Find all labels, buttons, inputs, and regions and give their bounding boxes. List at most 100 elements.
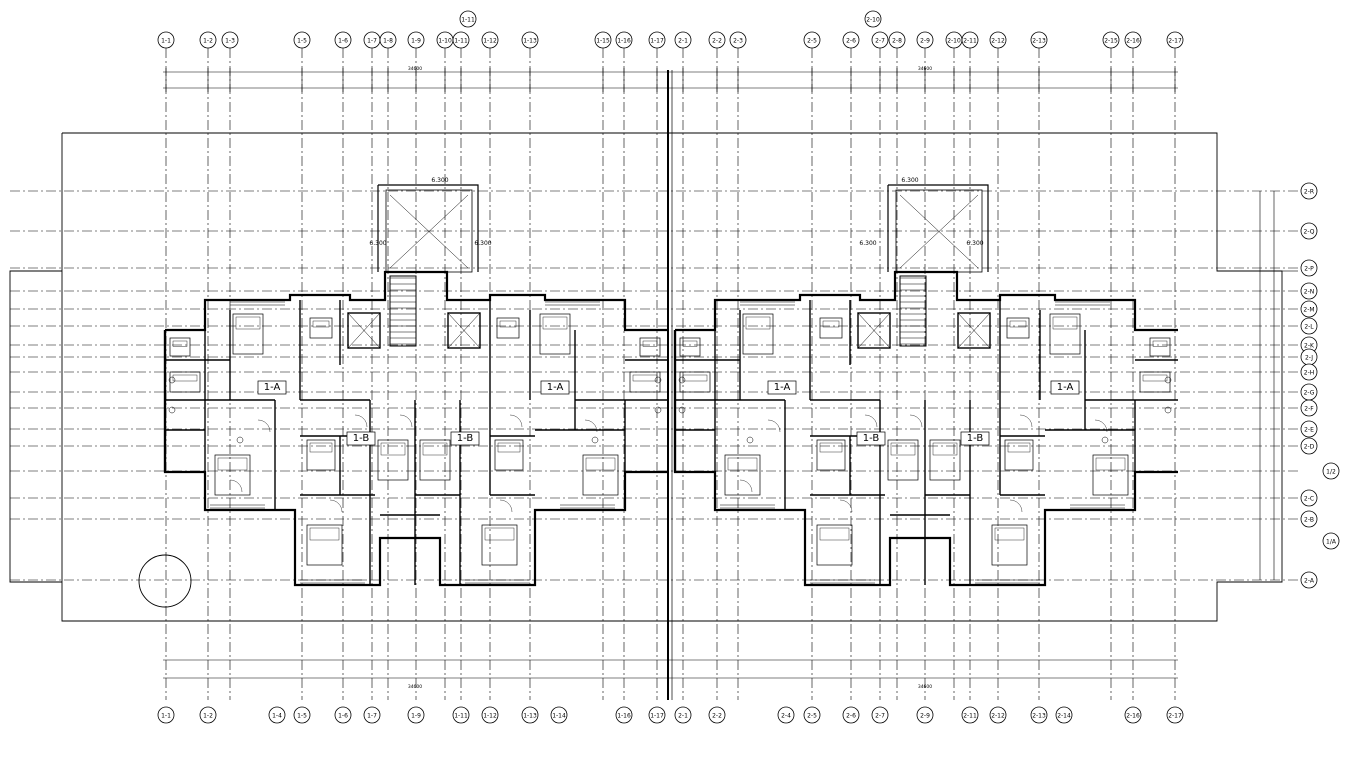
axis-bubble-circle [708, 706, 726, 724]
axis-bubble-circle [648, 706, 666, 724]
axis-bubble-circle [157, 706, 175, 724]
column-mark [1101, 436, 1109, 444]
door-swing [229, 479, 243, 493]
furniture-detail [1142, 374, 1168, 382]
balcony [385, 189, 473, 273]
stair [389, 275, 417, 347]
axis-bubble-circle [452, 31, 470, 49]
furniture-detail [1152, 340, 1168, 347]
unit-label: 1-B [967, 433, 984, 444]
axis-bubble-right: 2-B [1300, 510, 1318, 528]
column-mark [168, 406, 176, 414]
axis-bubble-top: 2-9 [916, 31, 934, 49]
unit-label-box [960, 431, 990, 446]
axis-bubble-right: 2-J [1300, 348, 1318, 366]
furniture [991, 524, 1028, 566]
furniture [419, 439, 451, 481]
column-mark [678, 376, 686, 384]
axis-bubble-label: 2-R [1304, 189, 1314, 196]
axis-bubble-label: 1-3 [225, 38, 235, 45]
axis-bubble-bottom: 2-14 [1055, 706, 1073, 724]
dimension-lines [163, 68, 1298, 679]
axis-bubble-label: 1-13 [523, 38, 537, 45]
shaft-cross [957, 312, 991, 349]
overall-dimension: 34600 [918, 66, 932, 72]
axis-bubble-label: 2-L [1304, 324, 1314, 331]
furniture-detail [484, 527, 515, 541]
void-cross [389, 194, 469, 269]
door-swing [839, 499, 853, 513]
axis-bubble-circle [1055, 706, 1073, 724]
unit-label: 1-B [457, 433, 474, 444]
axis-bubble-circle [615, 31, 633, 49]
axis-bubble-right: 2-N [1300, 282, 1318, 300]
axis-bubble-label: 1-5 [297, 38, 307, 45]
axis-bubble-circle [708, 31, 726, 49]
unit-label-box [450, 431, 480, 446]
door-swing [509, 414, 523, 428]
axis-bubble-bottom: 1-1 [157, 706, 175, 724]
axis-bubble-label: 1-4 [272, 713, 282, 720]
axis-bubble-label: 1-16 [617, 713, 631, 720]
furniture [816, 524, 853, 566]
axis-bubble-top: 1-17 [648, 31, 666, 49]
axis-bubble-label: 2-P [1304, 266, 1314, 273]
axis-bubble-top: 1-10 [436, 31, 454, 49]
furniture-detail [542, 316, 568, 330]
axis-bubble-bottom: 2-16 [1124, 706, 1142, 724]
door-swing [257, 419, 271, 433]
axis-bubble-label: 2-2 [712, 38, 722, 45]
column-mark [746, 436, 754, 444]
axis-bubble-label: 1-5 [297, 713, 307, 720]
axis-bubble-label: 2-1 [678, 713, 688, 720]
furniture [214, 454, 251, 496]
axis-bubble-label: 1-11 [461, 17, 475, 24]
axis-bubble-label: 1-17 [650, 713, 664, 720]
furniture [232, 313, 264, 355]
furniture-detail [932, 442, 958, 456]
furniture [1149, 337, 1171, 357]
building-block [163, 184, 668, 587]
door-swing [1009, 499, 1023, 513]
unit-label: 1-A [774, 382, 791, 393]
furniture [742, 313, 774, 355]
axis-bubble-circle [379, 31, 397, 49]
axis-bubble-label: 1-16 [617, 38, 631, 45]
axis-bubble-label: 1-12 [483, 713, 497, 720]
door-swing [329, 499, 343, 513]
door-swing [584, 419, 598, 433]
unit-label-box [346, 431, 376, 446]
furniture [494, 439, 524, 471]
unit-label-box [767, 380, 797, 395]
axis-bubble-circle [615, 706, 633, 724]
axis-bubble-label: 1-17 [650, 38, 664, 45]
elevation-mark: 6.300 [474, 240, 491, 247]
elevation-mark: 6.300 [966, 240, 983, 247]
axis-bubble-top: 2-13 [1030, 31, 1048, 49]
axis-bubble-top: 2-16 [1124, 31, 1142, 49]
furniture [629, 371, 661, 393]
axis-bubble-bottom: 2-12 [989, 706, 1007, 724]
axis-bubble-circle [334, 31, 352, 49]
furniture-detail [632, 374, 658, 382]
unit-label-box [1050, 380, 1080, 395]
axis-bubble-top: 1-7 [363, 31, 381, 49]
axis-bubble-top: 2-2 [708, 31, 726, 49]
door-swing [767, 419, 781, 433]
axis-bubble-top: 2-11 [961, 31, 979, 49]
axis-bubble-circle [1030, 31, 1048, 49]
axis-bubble-label: 1-7 [367, 713, 377, 720]
axis-bubble-label: 1-1 [161, 713, 171, 720]
axis-bubble-circle [1124, 31, 1142, 49]
furniture [679, 371, 711, 393]
furniture [169, 371, 201, 393]
axis-bubble-top: 1-5 [293, 31, 311, 49]
furniture-detail [745, 316, 771, 330]
furniture-detail [682, 340, 698, 347]
axis-bubble-right: 2-L [1300, 317, 1318, 335]
axis-bubble-label: 2-5 [807, 713, 817, 720]
axis-bubble-top-extra: 1-11 [459, 10, 477, 28]
axis-bubble-label: 2-10 [866, 17, 880, 24]
